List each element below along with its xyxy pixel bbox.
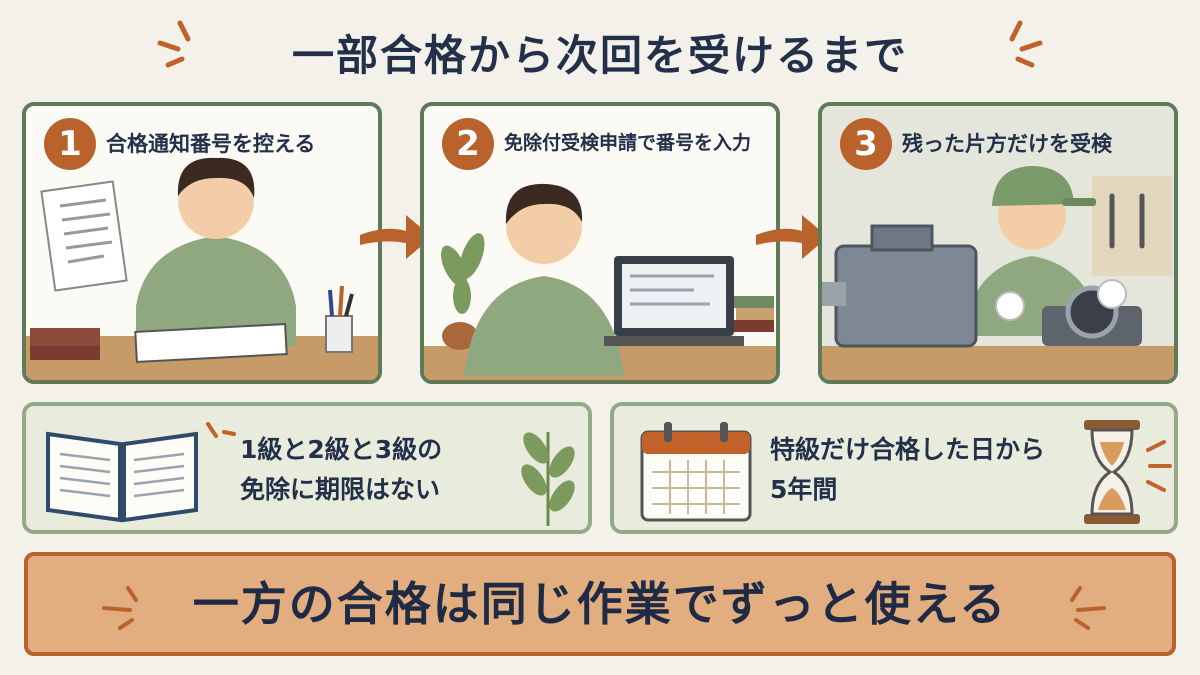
summary-banner: 一方の合格は同じ作業でずっと使える: [24, 552, 1176, 656]
student-laptop-illustration: [424, 183, 776, 380]
title-spark-left-icon: [150, 15, 210, 79]
page-title: 一部合格から次回を受けるまで: [291, 31, 908, 80]
info-box-no-expiry: 1級と2級と3級の 免除に期限はない: [22, 402, 592, 534]
arrow-right-icon: [752, 205, 832, 269]
step-1-panel: 1 合格通知番号を控える: [22, 102, 382, 384]
banner-spark-left-icon: [94, 578, 144, 642]
step-1-label: 合格通知番号を控える: [106, 132, 316, 156]
step-2-number-badge: 2: [442, 118, 494, 170]
info-no-expiry-line1: 1級と2級と3級の: [240, 435, 443, 464]
hourglass-icon: [1084, 420, 1140, 524]
student-writing-illustration: [26, 157, 378, 380]
info-special-grade-line1: 特級だけ合格した日から: [770, 435, 1046, 464]
info-no-expiry-line2: 免除に期限はない: [240, 475, 441, 504]
calendar-icon: [640, 422, 752, 522]
leaf-branch-icon: [521, 432, 575, 526]
open-book-icon: [46, 431, 198, 523]
arrow-right-icon: [356, 205, 436, 269]
step-3-label: 残った片方だけを受検: [902, 132, 1112, 156]
info-box-special-grade: 特級だけ合格した日から 5年間: [610, 402, 1178, 534]
step-1-number-badge: 1: [44, 118, 96, 170]
info-special-grade-line2: 5年間: [770, 475, 838, 504]
banner-spark-right-icon: [1064, 578, 1114, 642]
spark-icon: [1142, 436, 1178, 500]
step-2-label: 免除付受検申請で番号を入力: [504, 132, 752, 154]
step-2-panel: 2 免除付受検申請で番号を入力: [420, 102, 780, 384]
step-3-number-badge: 3: [840, 118, 892, 170]
worker-machinery-illustration: [822, 106, 1174, 380]
step-3-panel: 3 残った片方だけを受検: [818, 102, 1178, 384]
summary-banner-text: 一方の合格は同じ作業でずっと使える: [192, 577, 1008, 631]
spark-icon: [198, 418, 238, 462]
title-spark-right-icon: [990, 15, 1050, 79]
